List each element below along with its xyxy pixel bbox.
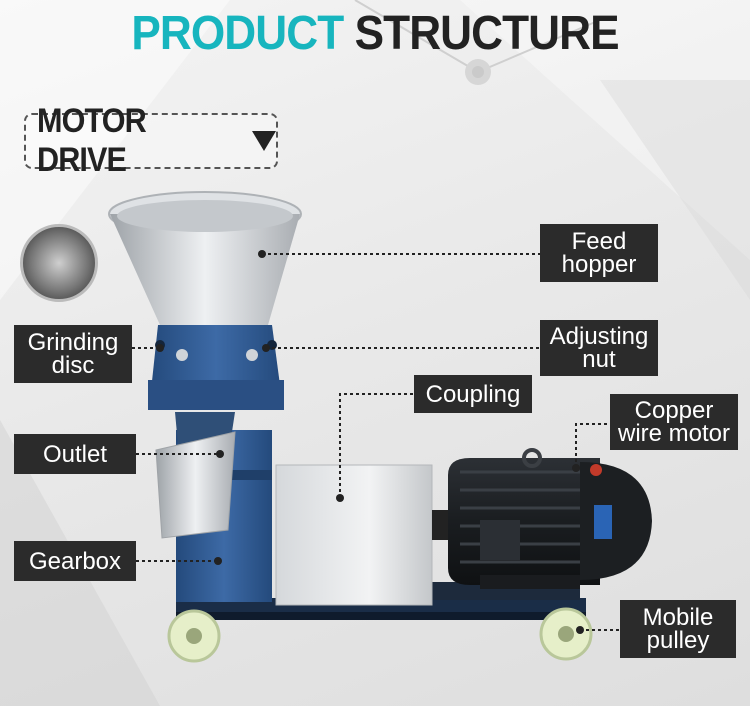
- grinding-disc-marker: [156, 344, 164, 352]
- label-mobile-pulley-line1: Mobile: [642, 604, 714, 631]
- coupling-marker: [336, 494, 344, 502]
- label-copper-wire-motor-line2: wire motor: [617, 420, 731, 447]
- copper-wire-motor-body: [448, 448, 652, 589]
- feed-hopper-marker: [258, 250, 266, 258]
- front-wheel: [167, 609, 221, 663]
- label-copper-wire-motor: Copper wire motor: [610, 394, 738, 450]
- label-gearbox: Gearbox: [14, 541, 136, 581]
- label-feed-hopper-line1: Feed: [571, 228, 627, 255]
- coupling-leader: [339, 393, 414, 498]
- motor-drive-badge: MOTOR DRIVE: [24, 102, 278, 179]
- rear-wheel: [539, 607, 593, 661]
- label-outlet: Outlet: [14, 434, 136, 474]
- label-feed-hopper: Feed hopper: [540, 224, 658, 282]
- label-feed-hopper-line2: hopper: [561, 251, 637, 278]
- outlet-chute: [155, 412, 236, 539]
- copper-wire-motor-leader: [575, 423, 610, 468]
- page-title: PRODUCT STRUCTURE: [30, 6, 720, 61]
- label-grinding-disc-line1: Grinding: [27, 329, 119, 356]
- grinding-disc-detail-image: [20, 224, 98, 302]
- label-adjusting-nut-line1: Adjusting: [549, 323, 649, 350]
- label-mobile-pulley: Mobile pulley: [620, 600, 736, 658]
- label-coupling-line1: Coupling: [425, 380, 521, 408]
- feed-hopper: [108, 191, 302, 325]
- copper-wire-motor-marker: [572, 464, 580, 472]
- outlet-marker: [216, 450, 224, 458]
- mobile-pulley-marker: [576, 626, 584, 634]
- label-copper-wire-motor-line1: Copper: [634, 397, 714, 424]
- label-coupling: Coupling: [414, 375, 532, 413]
- title-main: STRUCTURE: [354, 7, 620, 60]
- gearbox-marker: [214, 557, 222, 565]
- label-adjusting-nut: Adjusting nut: [540, 320, 658, 376]
- label-gearbox-line1: Gearbox: [28, 547, 122, 575]
- adjusting-nut-marker: [262, 344, 270, 352]
- motor-drive-label: MOTOR DRIVE: [37, 102, 147, 179]
- label-adjusting-nut-line2: nut: [582, 346, 616, 373]
- label-grinding-disc-line2: disc: [51, 352, 95, 379]
- die-chamber: [148, 325, 284, 410]
- title-accent: PRODUCT: [131, 7, 344, 60]
- label-grinding-disc: Grinding disc: [14, 325, 132, 383]
- triangle-down-icon: [252, 131, 276, 151]
- coupling-guard: [275, 464, 456, 606]
- label-mobile-pulley-line2: pulley: [646, 627, 710, 654]
- label-outlet-line1: Outlet: [42, 440, 108, 468]
